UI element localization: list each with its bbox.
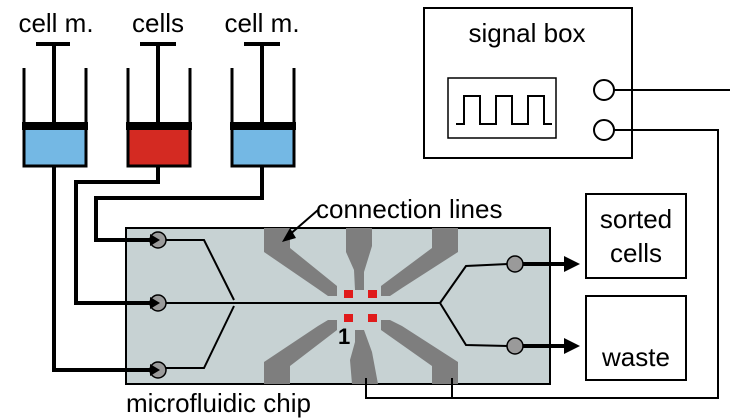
arrow-head [564,256,580,272]
electrode-pad [344,290,353,298]
signal-box-label: signal box [468,18,585,48]
tube-center-syringe [74,166,160,305]
microfluidic-chip-label: microfluidic chip [126,388,311,418]
electrode-top-right [381,228,458,296]
syringe-left [22,42,88,168]
syringe-label-center: cells [132,8,184,38]
syringe-label-right: cell m. [224,8,299,38]
syringe-fluid-right [232,126,294,166]
arrow-head [282,228,296,242]
arrow-head [150,234,160,246]
channel-waste-outlet [439,302,509,347]
microfluidic-channels [166,239,509,369]
electrode-pad [368,290,377,298]
channel-top-inlet [166,239,235,301]
syringe-fluid-center [128,126,190,166]
outlet-port-waste [506,337,524,355]
arrow-head [564,338,580,354]
syringe-center [126,42,192,168]
sorted-cells-label-line1: sorted [600,204,672,234]
signal-output-terminal-bottom [593,119,615,141]
waste-box [585,295,687,381]
electrode-pads [344,290,377,322]
arrow-head [150,364,160,376]
outlet-port-sorted [506,255,524,273]
signal-wire-chip [365,378,452,399]
square-wave-icon [456,95,552,125]
sorted-cells-box [585,193,687,279]
electrode-bottom-right [381,320,458,384]
connection-lines-pointer [287,209,319,237]
microfluidic-chip [125,227,551,385]
signal-wire-bottom [451,129,719,399]
electrode-bottom-center [350,330,378,384]
channel-bottom-inlet [166,305,235,369]
channel-sorted-outlet [439,263,509,304]
tube-left-syringe [52,166,150,372]
syringe-label-left: cell m. [18,8,93,38]
sorted-cells-label-line2: cells [610,238,662,268]
tube-right-syringe [94,166,264,242]
electrode-number-label: 1 [338,324,350,349]
syringe-right [230,42,296,168]
electrode-pad [344,314,353,322]
electrode-top-center [346,228,372,290]
electrode-bottom-left [264,320,337,384]
waste-label: waste [601,342,670,372]
syringe-fluid-left [24,126,86,166]
signal-display [447,77,557,139]
electrode-pad [368,314,377,322]
electrode-top-left [264,228,337,296]
connection-lines-label: connection lines [316,194,502,224]
chip-electrodes [264,228,458,384]
signal-output-terminal-top [593,79,615,101]
arrow-head [150,297,160,309]
